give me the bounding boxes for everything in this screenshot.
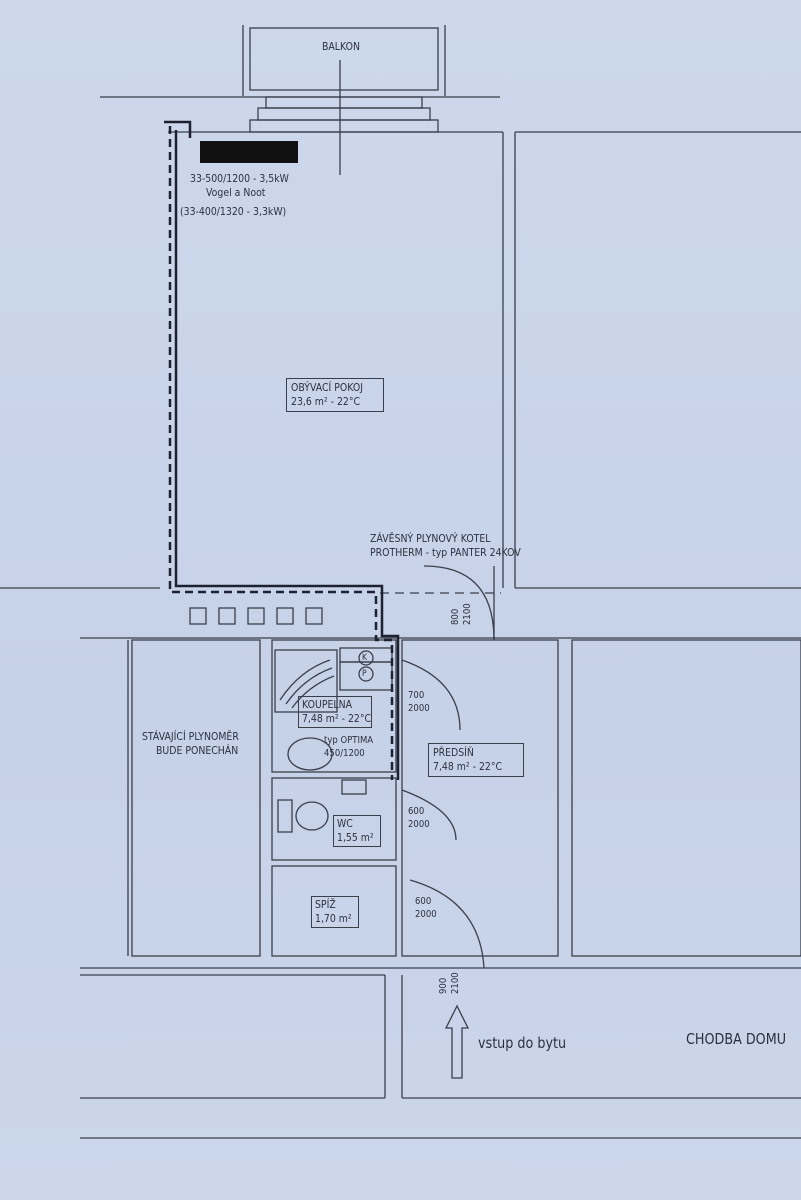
bath-radiator-type: typ OPTIMA bbox=[324, 735, 374, 746]
radiator-spec-2: (33-400/1320 - 3,3kW) bbox=[180, 205, 287, 218]
room-name: WC bbox=[337, 817, 353, 830]
room-name: SPÍŽ bbox=[315, 898, 336, 911]
room-area: 7,48 m² - 22°C bbox=[433, 760, 503, 773]
room-label-living: OBÝVACÍ POKOJ 23,6 m² - 22°C bbox=[286, 378, 384, 412]
entry-door-width: 900 bbox=[438, 977, 449, 994]
entry-door-height: 2100 bbox=[450, 972, 461, 994]
room-area: 23,6 m² - 22°C bbox=[291, 395, 361, 408]
bath-door-width: 700 bbox=[408, 690, 425, 701]
balcony-label: BALKON bbox=[322, 40, 360, 53]
room-name: PŘEDSÍŇ bbox=[433, 746, 474, 759]
wc-door-height: 2000 bbox=[408, 819, 430, 830]
room-label-pantry: SPÍŽ 1,70 m² bbox=[311, 896, 359, 928]
boiler-p-symbol: P bbox=[362, 669, 367, 679]
room-label-bathroom: KOUPELNA 7,48 m² - 22°C bbox=[298, 696, 372, 728]
room-name: KOUPELNA bbox=[302, 698, 352, 711]
boiler-label-1: ZÁVĚSNÝ PLYNOVÝ KOTEL bbox=[370, 532, 491, 545]
room-area: 1,55 m² bbox=[337, 831, 374, 844]
living-door-height: 2100 bbox=[462, 603, 473, 625]
pantry-door-height: 2000 bbox=[415, 909, 437, 920]
living-door-width: 800 bbox=[450, 608, 461, 625]
corridor-label: CHODBA DOMU bbox=[686, 1030, 787, 1048]
pantry-door-width: 600 bbox=[415, 896, 432, 907]
radiator-spec-1: 33-500/1200 - 3,5kW bbox=[190, 172, 289, 185]
boiler-k-symbol: K bbox=[362, 653, 368, 663]
entrance-label: vstup do bytu bbox=[478, 1034, 567, 1052]
room-area: 1,70 m² bbox=[315, 912, 352, 925]
room-area: 7,48 m² - 22°C bbox=[302, 712, 372, 725]
room-label-hall: PŘEDSÍŇ 7,48 m² - 22°C bbox=[428, 743, 524, 777]
gas-meter-label-1: STÁVAJÍCÍ PLYNOMĚR bbox=[142, 730, 239, 743]
room-name: OBÝVACÍ POKOJ bbox=[291, 381, 363, 394]
room-label-wc: WC 1,55 m² bbox=[333, 815, 381, 847]
bath-radiator-size: 450/1200 bbox=[324, 748, 365, 759]
wc-door-width: 600 bbox=[408, 806, 425, 817]
boiler-label-2: PROTHERM - typ PANTER 24KOV bbox=[370, 546, 521, 559]
radiator-brand: Vogel a Noot bbox=[206, 186, 266, 199]
bath-door-height: 2000 bbox=[408, 703, 430, 714]
gas-meter-label-2: BUDE PONECHÁN bbox=[156, 744, 239, 757]
